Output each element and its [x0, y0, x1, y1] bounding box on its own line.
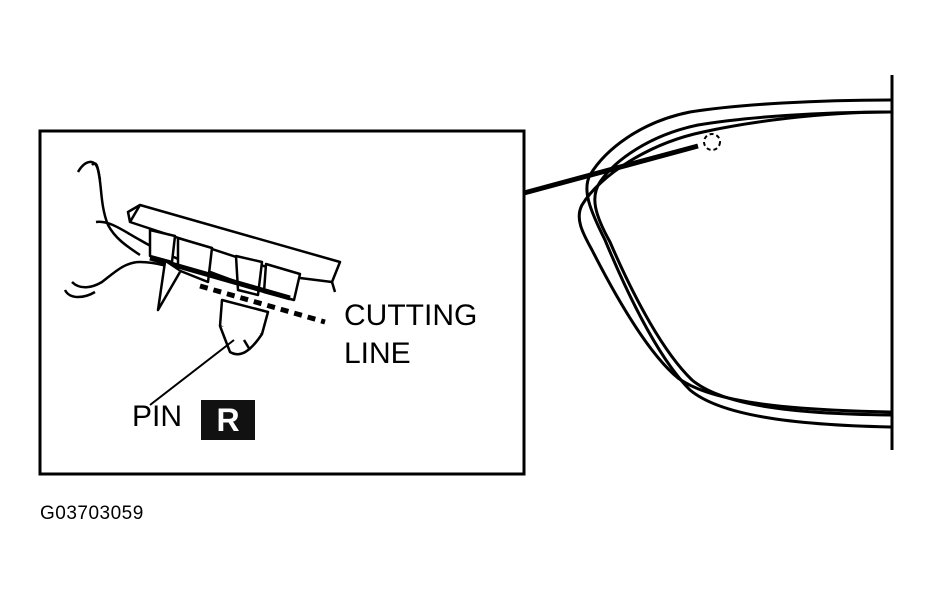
door-trim-panel [577, 75, 894, 450]
pin-label: PIN [132, 400, 183, 433]
pin-location-marker [703, 133, 721, 151]
replace-badge: R [201, 400, 255, 440]
cutting-line-label-2: LINE [344, 337, 411, 370]
cutting-line-label-1: CUTTING [344, 299, 478, 332]
figure-code: G03703059 [40, 503, 144, 524]
detail-inset-frame [38, 129, 526, 476]
clip-detail-drawing [63, 160, 342, 356]
cutting-line-dashes [199, 283, 326, 325]
pin-leader-line [149, 339, 235, 406]
